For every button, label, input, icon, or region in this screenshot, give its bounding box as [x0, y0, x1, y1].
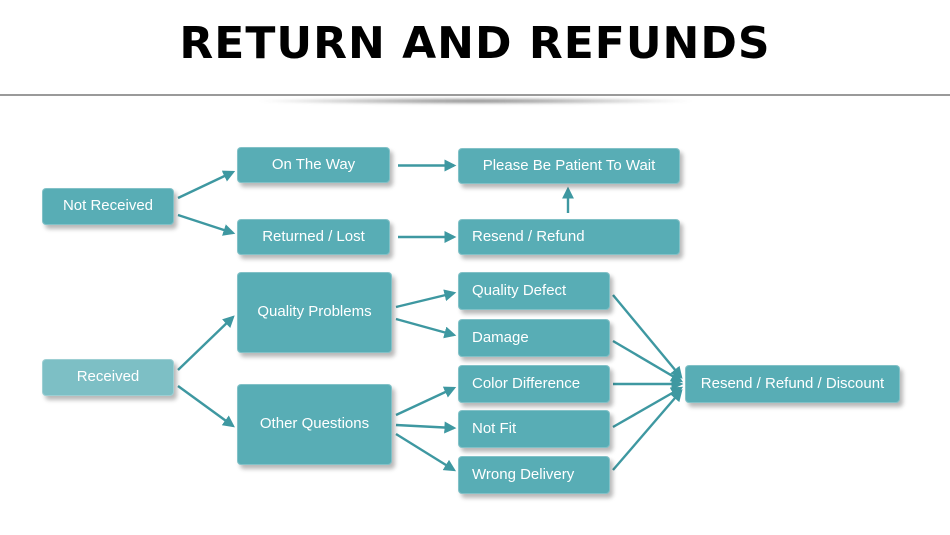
node-resend-refund-discount: Resend / Refund / Discount: [685, 365, 900, 403]
node-received: Received: [42, 359, 174, 396]
node-other-questions: Other Questions: [237, 384, 392, 465]
arrow-not-received-to-returned-lost: [177, 213, 236, 236]
arrow-not-fit-to-resend-discount: [612, 386, 684, 429]
node-color-difference: Color Difference: [458, 365, 610, 403]
node-not-received: Not Received: [42, 188, 174, 225]
node-quality-defect: Quality Defect: [458, 272, 610, 310]
page-title: RETURN AND REFUNDS: [179, 18, 771, 69]
divider-shadow: [218, 97, 733, 105]
divider-line: [0, 94, 950, 96]
arrow-other-questions-to-wrong-delivery: [395, 432, 457, 472]
arrow-quality-defect-to-resend-discount: [612, 294, 683, 379]
node-returned-lost: Returned / Lost: [237, 219, 390, 255]
node-wrong-delivery: Wrong Delivery: [458, 456, 610, 494]
arrow-other-questions-to-color-difference: [395, 386, 457, 417]
arrow-quality-problems-to-quality-defect: [395, 289, 457, 309]
arrow-received-to-other-questions: [177, 385, 235, 428]
node-damage: Damage: [458, 319, 610, 357]
node-on-the-way: On The Way: [237, 147, 390, 183]
arrow-received-to-quality-problems: [177, 315, 235, 371]
arrow-damage-to-resend-discount: [612, 339, 684, 383]
node-quality-problems: Quality Problems: [237, 272, 392, 353]
node-not-fit: Not Fit: [458, 410, 610, 448]
node-resend-refund: Resend / Refund: [458, 219, 680, 255]
node-please-be-patient: Please Be Patient To Wait: [458, 148, 680, 184]
arrow-wrong-delivery-to-resend-discount: [612, 389, 683, 471]
arrow-other-questions-to-not-fit: [395, 421, 457, 434]
arrow-quality-problems-to-damage: [395, 317, 457, 339]
arrow-not-received-to-on-the-way: [177, 170, 236, 200]
